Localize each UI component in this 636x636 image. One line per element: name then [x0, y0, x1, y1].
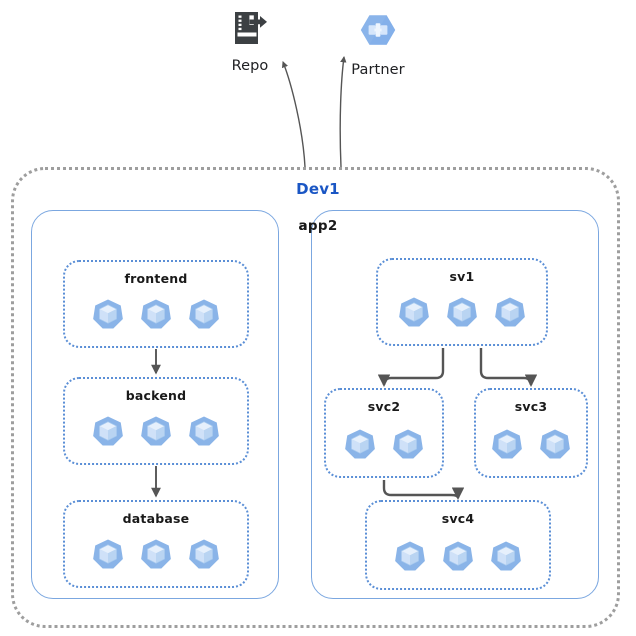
- service-title-svc4: svc4: [441, 511, 475, 526]
- pod-icon[interactable]: [445, 295, 479, 333]
- service-title-sv1: sv1: [449, 269, 475, 284]
- pod-row-frontend: [65, 297, 247, 335]
- pod-icon[interactable]: [538, 427, 572, 465]
- pod-icon[interactable]: [139, 537, 173, 575]
- service-box-backend[interactable]: backend: [63, 377, 249, 465]
- external-node-partner[interactable]: Partner: [323, 8, 433, 78]
- cluster-label: Dev1: [296, 180, 340, 198]
- pod-icon[interactable]: [489, 539, 523, 577]
- partner-hexagon-icon: [323, 8, 433, 58]
- pod-icon[interactable]: [139, 414, 173, 452]
- service-title-svc2: svc2: [367, 399, 401, 414]
- pod-icon[interactable]: [343, 427, 377, 465]
- repo-icon: [195, 8, 305, 54]
- service-box-svc2[interactable]: svc2: [324, 388, 444, 478]
- pod-row-backend: [65, 414, 247, 452]
- service-box-svc3[interactable]: svc3: [474, 388, 588, 478]
- pod-row-database: [65, 537, 247, 575]
- pod-row-svc4: [367, 539, 549, 577]
- service-box-database[interactable]: database: [63, 500, 249, 588]
- pod-icon[interactable]: [397, 295, 431, 333]
- service-box-sv1[interactable]: sv1: [376, 258, 548, 346]
- pod-icon[interactable]: [91, 537, 125, 575]
- service-title-database: database: [122, 511, 190, 526]
- pod-icon[interactable]: [441, 539, 475, 577]
- pod-icon[interactable]: [187, 297, 221, 335]
- cluster-boundary: [11, 167, 620, 628]
- pod-icon[interactable]: [187, 414, 221, 452]
- pod-row-svc3: [476, 427, 586, 465]
- pod-icon[interactable]: [139, 297, 173, 335]
- service-box-svc4[interactable]: svc4: [365, 500, 551, 590]
- service-title-backend: backend: [125, 388, 187, 403]
- service-box-frontend[interactable]: frontend: [63, 260, 249, 348]
- pod-icon[interactable]: [91, 414, 125, 452]
- pod-row-svc2: [326, 427, 442, 465]
- external-node-repo[interactable]: Repo: [195, 8, 305, 74]
- app-title-app2: app2: [298, 218, 338, 234]
- pod-icon[interactable]: [91, 297, 125, 335]
- pod-icon[interactable]: [393, 539, 427, 577]
- edge-cluster-repo: [281, 61, 306, 168]
- service-title-frontend: frontend: [124, 271, 188, 286]
- service-title-svc3: svc3: [514, 399, 548, 414]
- pod-icon[interactable]: [493, 295, 527, 333]
- pod-icon[interactable]: [490, 427, 524, 465]
- external-node-label: Repo: [231, 58, 269, 74]
- external-node-label: Partner: [351, 62, 405, 78]
- pod-icon[interactable]: [187, 537, 221, 575]
- pod-row-sv1: [378, 295, 546, 333]
- pod-icon[interactable]: [391, 427, 425, 465]
